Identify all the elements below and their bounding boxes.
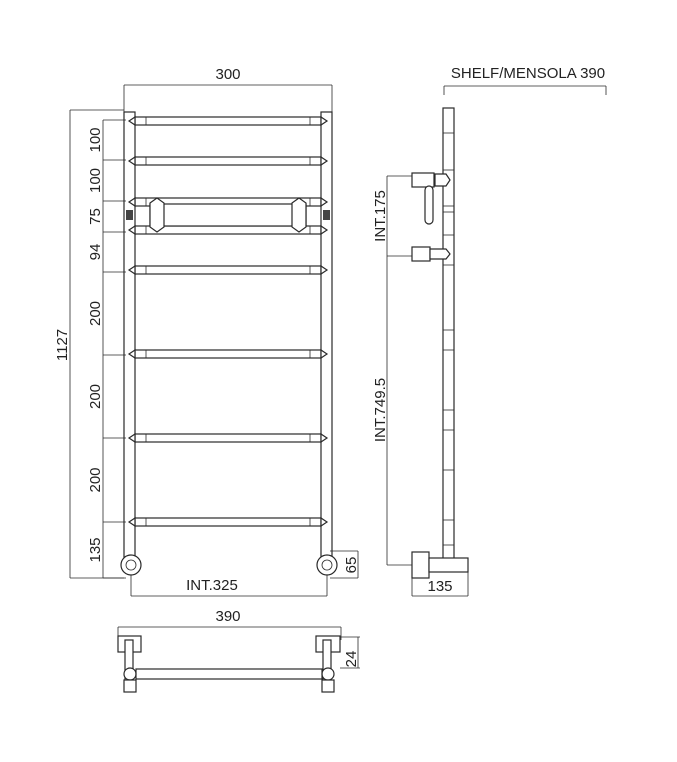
shelf-dimension: SHELF/MENSOLA 390 xyxy=(451,65,605,82)
spacing-label: 100 xyxy=(87,127,104,152)
spacing-label: 200 xyxy=(87,384,104,409)
top-depth-dimension: 24 xyxy=(343,651,360,668)
towel-bar xyxy=(127,516,329,528)
shelf-bracket-left xyxy=(149,197,165,233)
shelf-bracket-side xyxy=(411,172,435,188)
towel-bar xyxy=(127,348,329,360)
width-dimension: 300 xyxy=(215,66,240,83)
shelf-bar xyxy=(149,203,307,227)
top-view: 390 24 xyxy=(117,608,360,693)
right-upright xyxy=(320,111,333,561)
spacing-label: 135 xyxy=(87,537,104,562)
spacing-label: 200 xyxy=(87,467,104,492)
spacing-dimensions: 100 100 75 94 200 200 200 135 xyxy=(87,119,126,579)
spacing-label: 75 xyxy=(87,208,104,225)
wall-fixing-left xyxy=(126,210,133,220)
interaxis-dimension: INT.325 xyxy=(186,577,238,594)
shelf-bracket-right xyxy=(291,197,307,233)
side-view: SHELF/MENSOLA 390 INT.175 INT.749.5 135 xyxy=(372,65,607,597)
towel-bar xyxy=(127,155,329,167)
wall-interaxis-dimension: INT.749.5 xyxy=(372,378,389,442)
towel-bars xyxy=(127,115,329,528)
total-height-dimension: 1127 xyxy=(54,329,71,361)
towel-bar xyxy=(127,115,329,127)
towel-bar xyxy=(127,432,329,444)
wall-fixing-side xyxy=(411,246,431,262)
towel-bar xyxy=(127,264,329,276)
spacing-label: 100 xyxy=(87,168,104,193)
spacing-label: 94 xyxy=(87,244,104,261)
valve-right xyxy=(316,554,338,576)
side-depth-dimension: 135 xyxy=(427,578,452,595)
valve-left xyxy=(120,554,142,576)
valve-height-dimension: 65 xyxy=(343,557,360,574)
top-width-dimension: 390 xyxy=(215,608,240,625)
spacing-label: 200 xyxy=(87,301,104,326)
left-upright xyxy=(123,111,136,561)
valve-side xyxy=(411,551,430,579)
bracket-interaxis-dimension: INT.175 xyxy=(372,190,389,242)
shelf-arm-side xyxy=(424,185,434,225)
shelf-top xyxy=(135,668,323,680)
wall-fixing-right xyxy=(323,210,330,220)
